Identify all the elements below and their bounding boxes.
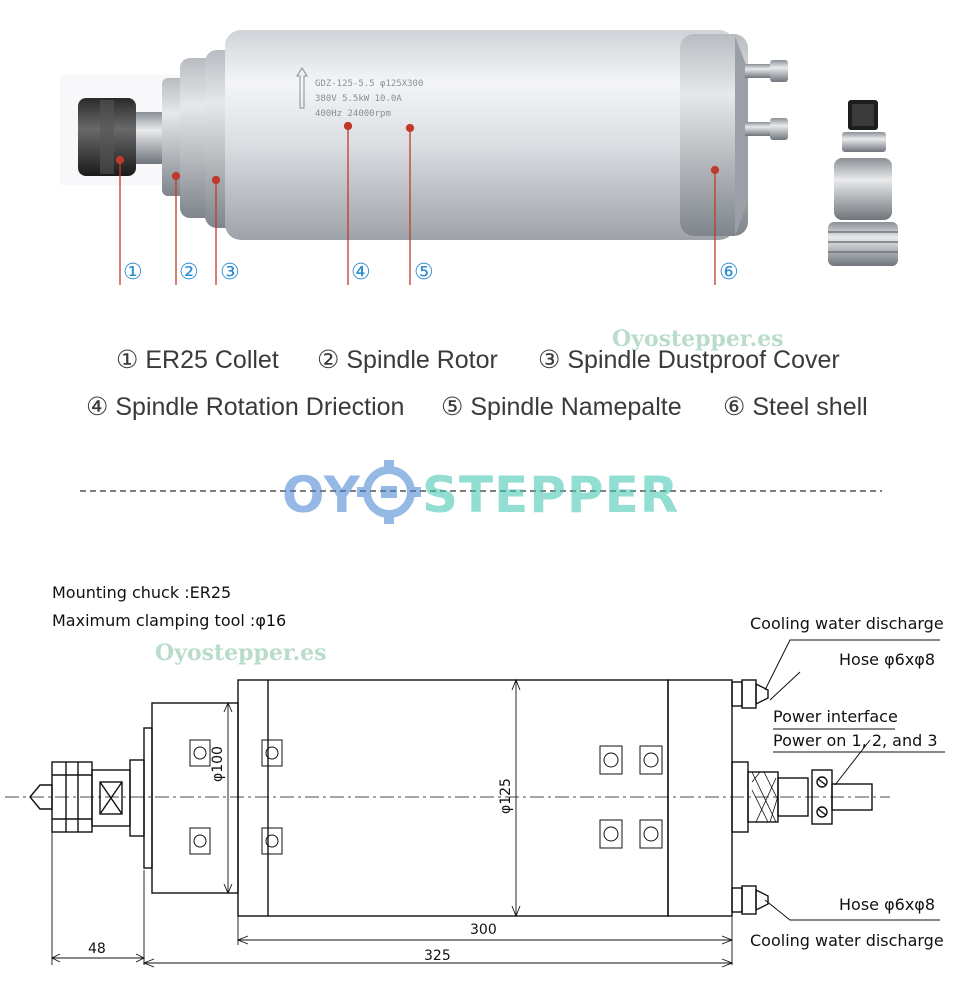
callout-2: ②: [179, 260, 199, 285]
legend-num-6: ⑥: [723, 393, 746, 421]
water-nozzles: [745, 60, 788, 140]
legend-label-4: Spindle Rotation Driection: [115, 393, 405, 421]
legend-item-5: ⑤ Spindle Namepalte: [441, 392, 682, 422]
label-cooling-top: Cooling water discharge: [750, 614, 944, 633]
legend-label-5: Spindle Namepalte: [470, 393, 682, 421]
big-watermark: OY STEPPER: [282, 460, 679, 524]
nameplate-line3: 400Hz 24000rpm: [315, 109, 391, 119]
legend-num-2: ②: [317, 346, 340, 374]
bolt-symbols: [189, 739, 663, 855]
watermark-small-bottom: Oyostepper.es: [155, 640, 327, 666]
nozzle-drawings: [731, 679, 769, 915]
label-cooling-bottom: Cooling water discharge: [750, 931, 944, 950]
legend-label-2: Spindle Rotor: [346, 346, 498, 374]
label-power-on: Power on 1, 2, and 3: [773, 731, 938, 750]
legend-label-3: Spindle Dustproof Cover: [567, 346, 840, 374]
bottom-dimensions: [50, 830, 734, 968]
nameplate-line1: GDZ-125-5.5 φ125X300: [315, 79, 423, 89]
dim-48: 48: [88, 941, 106, 957]
legend-item-2: ② Spindle Rotor: [317, 345, 498, 375]
collet-drawing: [29, 759, 145, 837]
label-hose-top: Hose φ6xφ8: [839, 650, 935, 669]
spec-max-clamping: Maximum clamping tool :φ16: [52, 611, 287, 630]
nameplate: GDZ-125-5.5 φ125X300 380V 5.5kW 10.0A 40…: [296, 67, 423, 119]
callout-1: ①: [123, 260, 143, 285]
legend-label-1: ER25 Collet: [145, 346, 279, 374]
divider-section: OY STEPPER: [80, 460, 882, 524]
legend-num-1: ①: [116, 346, 139, 374]
power-connector-drawing: [731, 761, 873, 833]
dim-d125: φ125: [498, 778, 514, 814]
spindle-photo: GDZ-125-5.5 φ125X300 380V 5.5kW 10.0A 40…: [60, 30, 898, 285]
nameplate-line2: 380V 5.5kW 10.0A: [315, 94, 402, 104]
callout-leaders: [115, 121, 720, 285]
callout-3: ③: [220, 260, 240, 285]
svg-text:STEPPER: STEPPER: [422, 466, 679, 524]
legend-item-4: ④ Spindle Rotation Driection: [86, 392, 404, 422]
legend-num-5: ⑤: [441, 393, 464, 421]
rear-cap-drawing: [667, 679, 733, 917]
legend-item-3: ③ Spindle Dustproof Cover: [538, 345, 840, 375]
spec-mounting-chuck: Mounting chuck :ER25: [52, 583, 232, 602]
callout-4: ④: [351, 260, 371, 285]
main-body-drawing: [237, 679, 669, 917]
legend-item-6: ⑥ Steel shell: [723, 392, 868, 422]
gear-icon: [357, 460, 421, 524]
label-hose-bottom: Hose φ6xφ8: [839, 895, 935, 914]
callout-5: ⑤: [414, 260, 434, 285]
svg-text:OY: OY: [282, 466, 361, 524]
legend-num-3: ③: [538, 346, 561, 374]
spindle-body: [225, 30, 748, 240]
dim-d100: φ100: [210, 746, 226, 782]
callout-6: ⑥: [719, 260, 739, 285]
watermark-small-top: Oyostepper.es: [612, 326, 784, 352]
front-flange-drawing: [143, 702, 239, 894]
annotation-leaders: [764, 639, 945, 921]
label-power-interface: Power interface: [773, 707, 898, 726]
legend-item-1: ① ER25 Collet: [116, 345, 279, 375]
dim-300: 300: [470, 922, 497, 938]
aviation-plug: [828, 100, 898, 266]
legend-label-6: Steel shell: [752, 393, 868, 421]
legend-num-4: ④: [86, 393, 109, 421]
dim-325: 325: [424, 948, 451, 964]
